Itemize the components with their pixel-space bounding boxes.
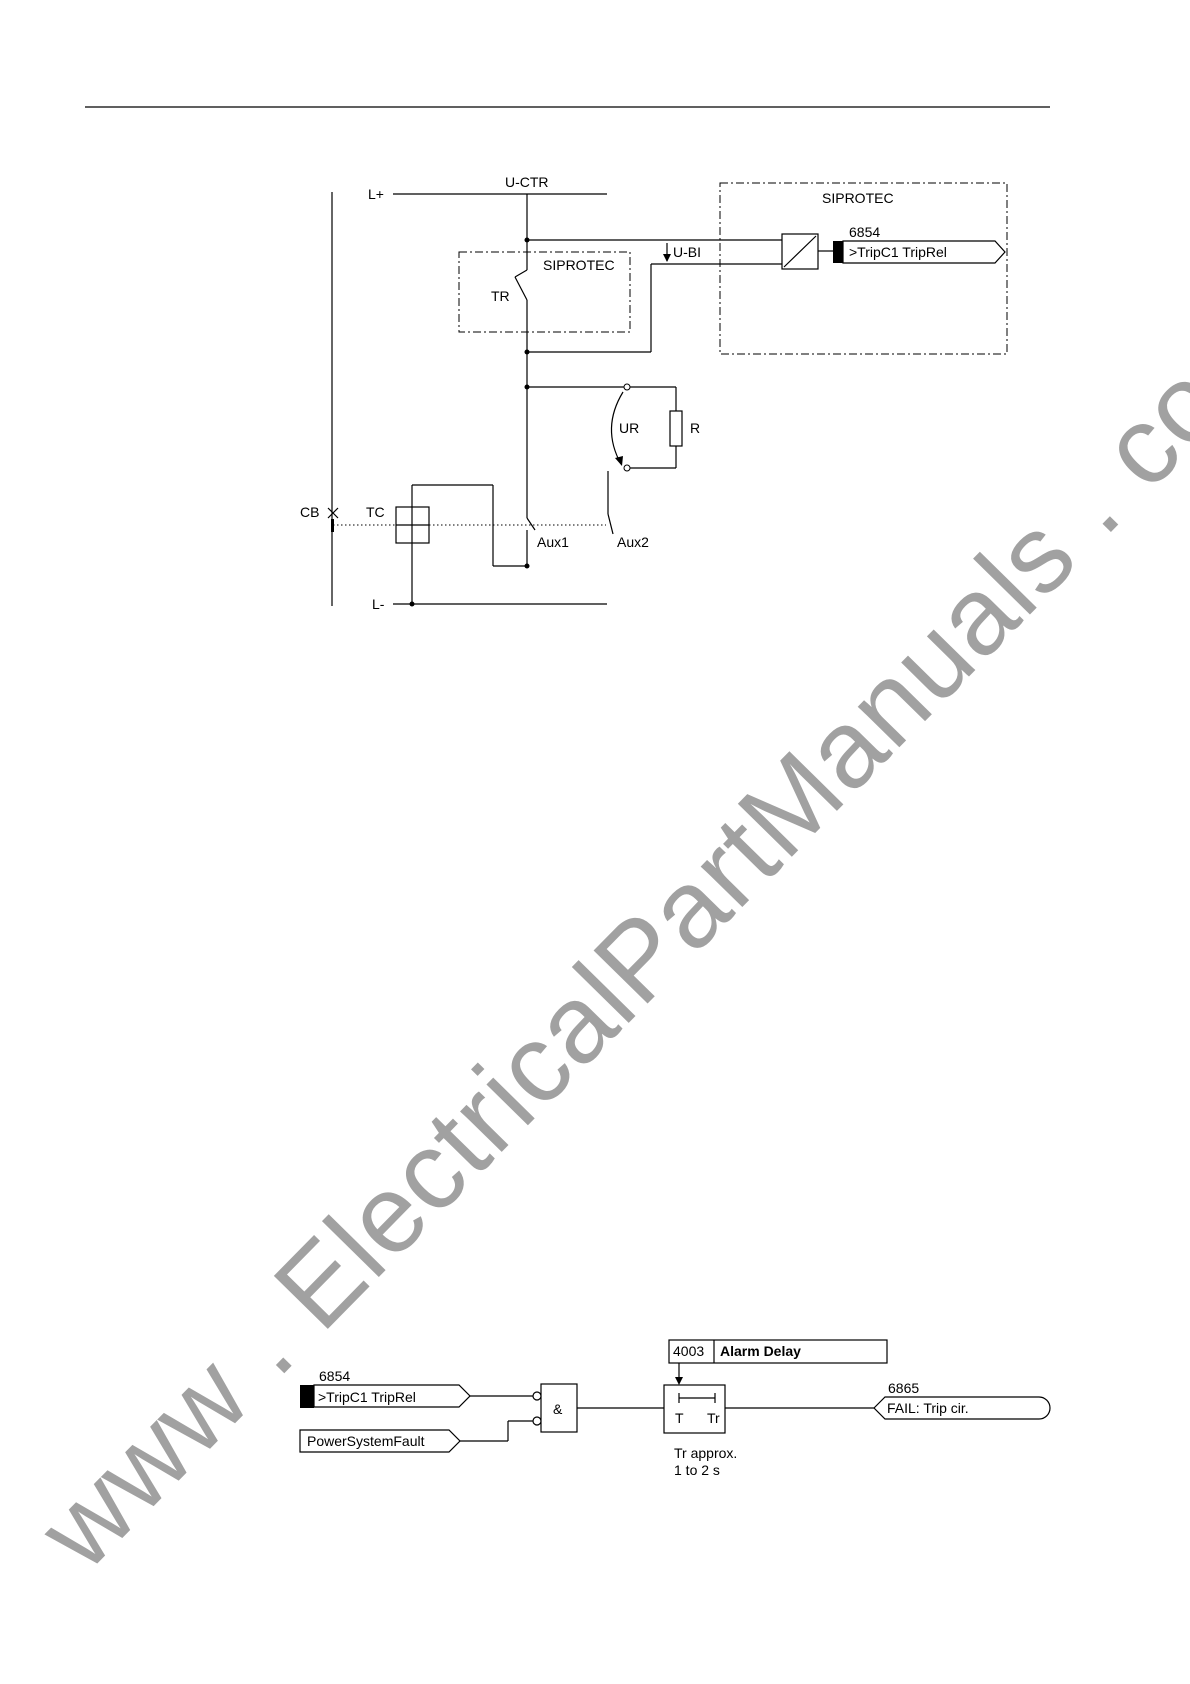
trip-circuit-diagram: L+ L- U-CTR TR Aux1 U-BI [300,174,1007,612]
top-input-number: 6854 [849,224,880,240]
rail-negative-label: L- [372,596,385,612]
control-voltage-label: U-CTR [505,174,549,190]
timer-note-1: Tr approx. [674,1445,737,1461]
aux-contact-2-label: Aux2 [617,534,649,550]
logic-input-name: >TripC1 TripRel [318,1389,416,1405]
param-name: Alarm Delay [720,1343,801,1359]
fault-input-name: PowerSystemFault [307,1433,425,1449]
top-input-name: >TripC1 TripRel [849,244,947,260]
device-label-trip: SIPROTEC [543,257,615,273]
and-gate-symbol: & [553,1401,563,1417]
watermark-text: www . ElectricalPartManuals . com [15,274,1190,1592]
logic-input-number: 6854 [319,1368,350,1384]
trip-coil-label: TC [366,504,385,520]
timer-note-2: 1 to 2 s [674,1462,720,1478]
timer-Tr-label: Tr [707,1410,720,1426]
device-label-main: SIPROTEC [822,190,894,206]
binary-input-voltage-label: U-BI [673,244,701,260]
output-name: FAIL: Trip cir. [887,1400,969,1416]
timer-T-label: T [675,1410,684,1426]
param-number: 4003 [673,1343,704,1359]
output-number: 6865 [888,1380,919,1396]
resistor-voltage-label: UR [619,420,639,436]
trip-relay-label: TR [491,288,510,304]
rail-positive-label: L+ [368,186,384,202]
resistor-label: R [690,420,700,436]
trip-circuit-logic-diagram: 6854 >TripC1 TripRel PowerSystemFault & … [300,1340,1050,1478]
aux-contact-1-label: Aux1 [537,534,569,550]
circuit-breaker-label: CB [300,504,319,520]
